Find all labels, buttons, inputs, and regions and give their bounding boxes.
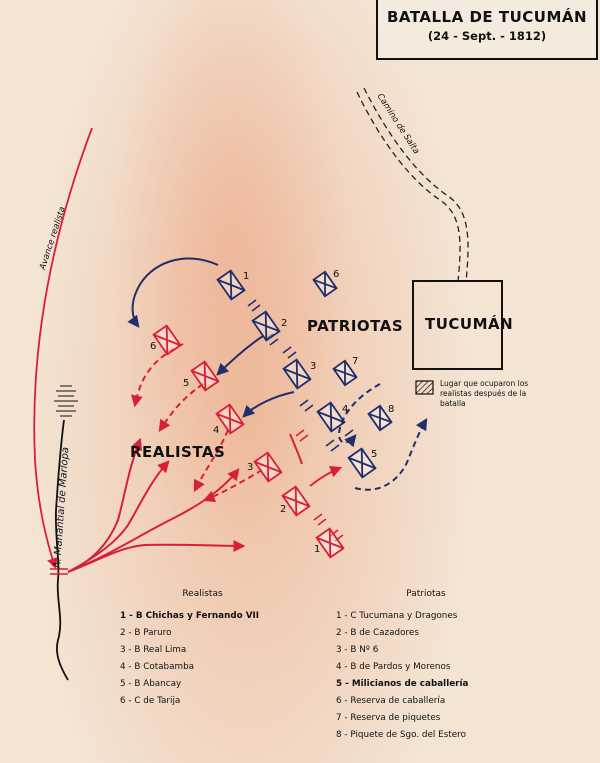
legend-patriotas-item: 3 - B Nº 6 (336, 645, 379, 655)
avance-realista-arrow (33, 127, 93, 570)
label-patriotas: PATRIOTAS (307, 317, 404, 335)
royalist-number-5: 5 (183, 378, 190, 389)
royalist-number-3: 3 (247, 462, 254, 473)
road-camino-de-salta (356, 87, 469, 283)
patriot-arrows (127, 257, 295, 418)
map-title: BATALLA DE TUCUMÁN (386, 8, 588, 26)
patriot-number-4: 4 (342, 404, 349, 415)
legend-patriotas-item: 7 - Reserva de piquetes (336, 713, 441, 723)
patriot-number-5: 5 (371, 449, 378, 460)
legend-patriotas-item: 4 - B de Pardos y Morenos (336, 662, 451, 672)
patriot-unit-7 (332, 359, 358, 387)
legend-patriotas: Patriotas 1 - C Tucumana y Dragones 2 - … (336, 589, 516, 744)
royalist-unit-5 (190, 360, 220, 392)
royalist-number-2: 2 (280, 504, 287, 515)
label-realistas: REALISTAS (130, 443, 226, 461)
patriot-dashed-arrows (338, 383, 428, 491)
patriot-unit-8 (367, 404, 393, 432)
royalist-unit-4 (215, 403, 245, 435)
royalist-number-6: 6 (150, 341, 157, 352)
legend-patriotas-item: 6 - Reserva de caballería (336, 696, 446, 706)
patriot-unit-4 (316, 401, 346, 433)
legend-realistas-item: 3 - B Real Lima (120, 645, 187, 655)
patriot-number-8: 8 (388, 404, 395, 415)
tucuman-town (412, 280, 503, 370)
patriot-number-6: 6 (333, 269, 340, 280)
patriot-number-2: 2 (281, 318, 288, 329)
patriot-unit-3 (282, 358, 312, 390)
patriot-unit-1 (216, 269, 246, 301)
patriot-unit-2 (251, 310, 281, 342)
royalist-units (152, 324, 345, 559)
legend-realistas-title: Realistas (182, 589, 223, 599)
patriot-units (216, 269, 393, 479)
royalist-unit-1 (315, 527, 345, 559)
legend-realistas-item: 4 - B Cotabamba (120, 662, 195, 672)
royalist-unit-6 (152, 324, 182, 356)
lugar-legend-swatch (415, 380, 434, 395)
legend-realistas: Realistas 1 - B Chichas y Fernando VII 2… (120, 589, 285, 710)
title-box: BATALLA DE TUCUMÁN (24 - Sept. - 1812) (376, 0, 598, 60)
legend-patriotas-item: 8 - Piquete de Sgo. del Estero (336, 730, 466, 740)
legend-realistas-item: 5 - B Abancay (120, 679, 182, 689)
royalist-number-1: 1 (314, 544, 321, 555)
front-line-marks (247, 299, 354, 452)
legend-patriotas-item: 1 - C Tucumana y Dragones (336, 611, 458, 621)
royalist-number-4: 4 (213, 425, 220, 436)
marsh-symbol (54, 385, 78, 417)
legend-patriotas-item: 5 - Milicianos de caballería (336, 679, 469, 689)
royalist-attack-arrows (289, 433, 343, 487)
legend-lugar-note: Lugar que ocuparon los realistas después… (440, 379, 529, 408)
patriot-number-1: 1 (243, 271, 250, 282)
royalist-advance-arrows (67, 437, 246, 573)
map-date: (24 - Sept. - 1812) (427, 29, 547, 43)
stream-manantial (54, 419, 69, 681)
legend-realistas-item: 2 - B Paruro (120, 628, 172, 638)
royalist-unit-3 (253, 451, 283, 483)
royalist-line-marks (295, 429, 344, 542)
patriot-unit-5 (347, 447, 377, 479)
label-tucuman: TUCUMÁN (425, 315, 514, 333)
legend-patriotas-item: 2 - B de Cazadores (336, 628, 419, 638)
patriot-number-7: 7 (352, 356, 359, 367)
legend-realistas-item: 6 - C de Tarija (120, 696, 181, 706)
legend-patriotas-title: Patriotas (406, 589, 446, 599)
royalist-unit-2 (281, 485, 311, 517)
legend-realistas-item: 1 - B Chichas y Fernando VII (120, 611, 260, 621)
ford-symbol (50, 568, 68, 575)
patriot-number-3: 3 (310, 361, 317, 372)
patriot-unit-6 (312, 270, 338, 298)
